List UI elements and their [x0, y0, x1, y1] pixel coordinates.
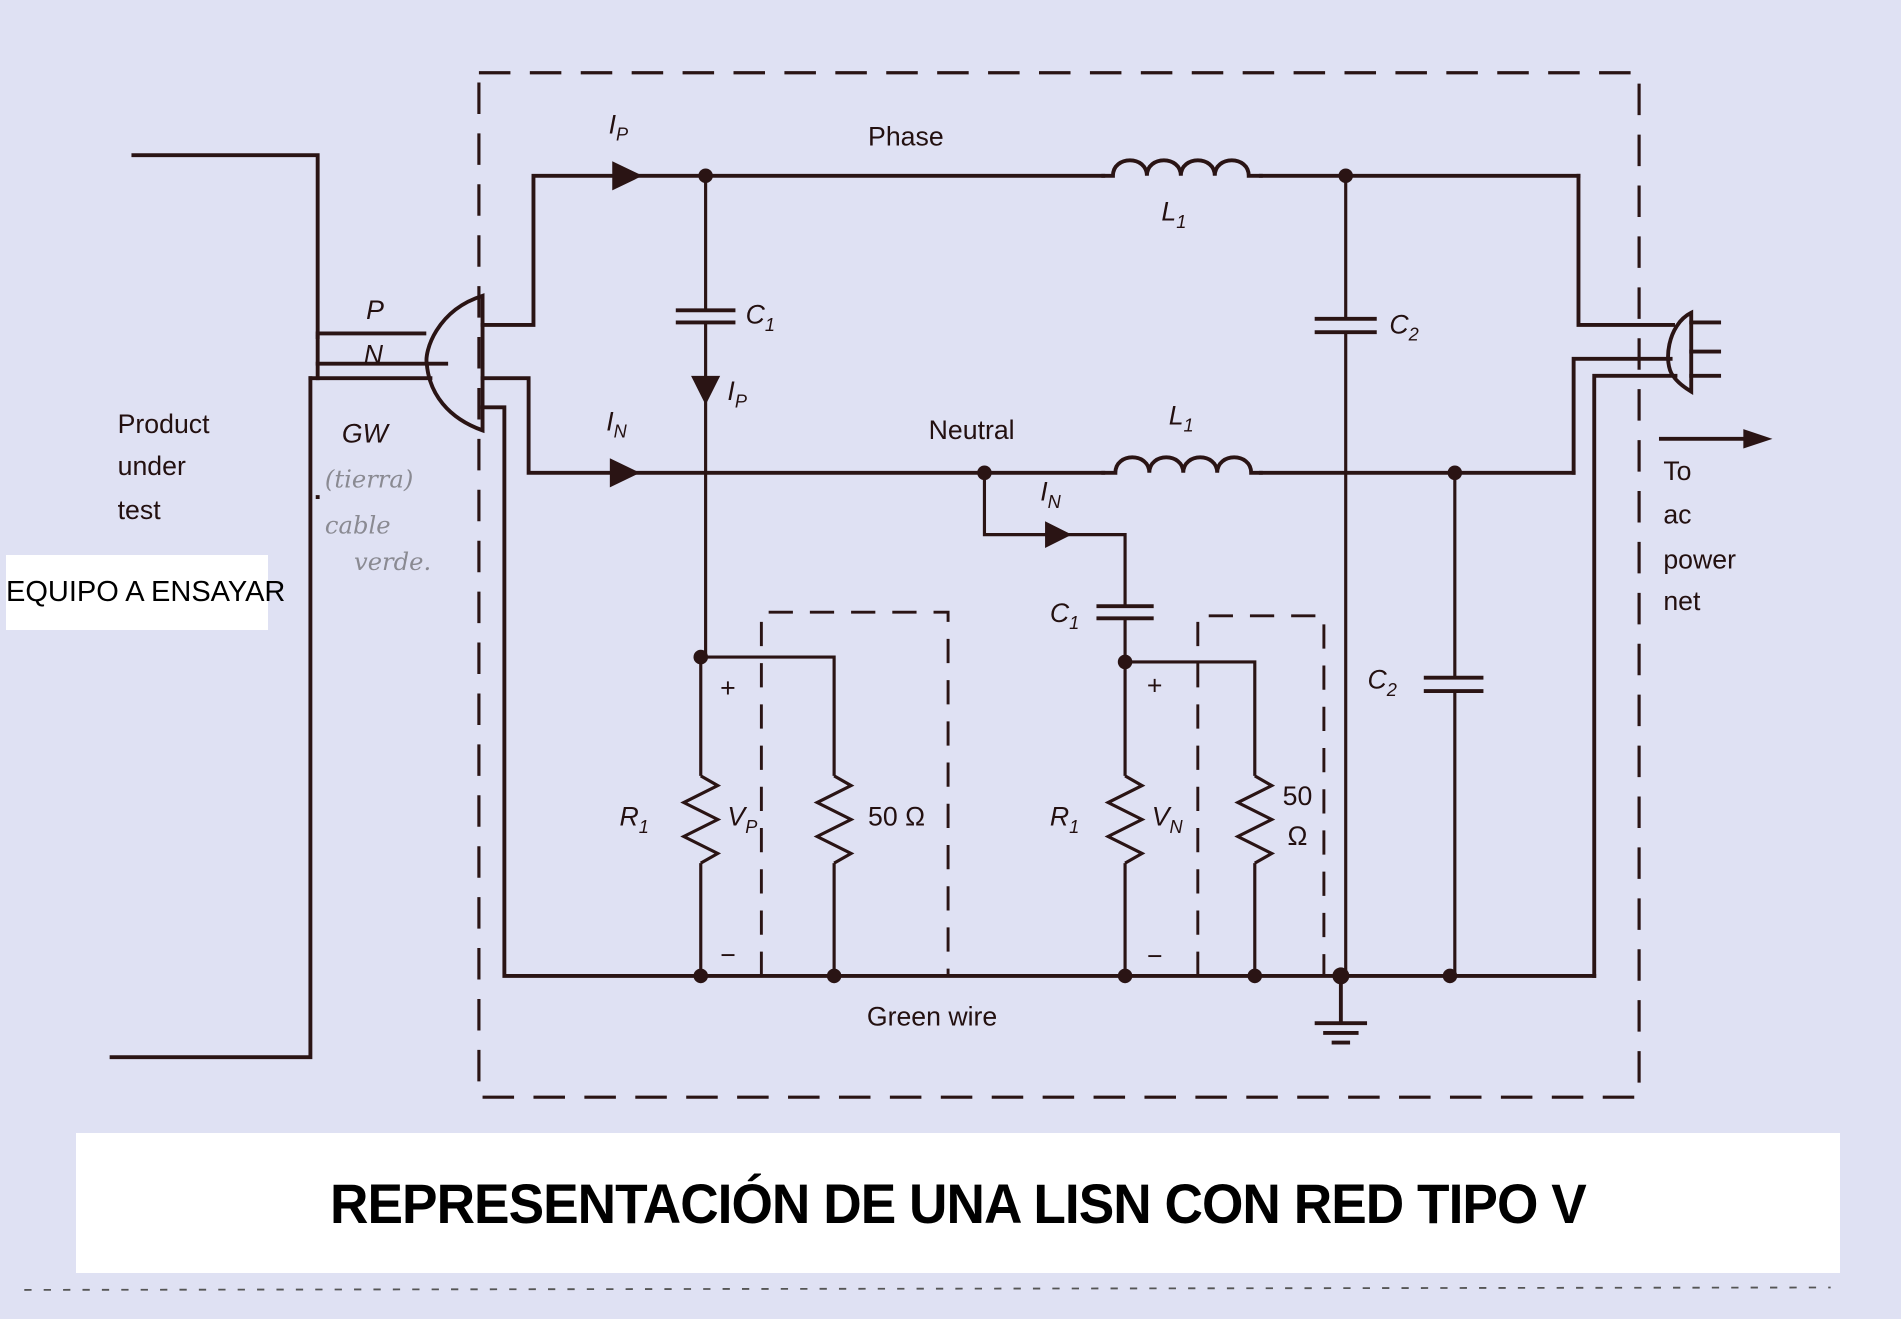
wire-vn-top — [1125, 660, 1257, 776]
resistor-r1-phase — [680, 774, 722, 865]
svg-text:(tierra): (tierra) — [325, 464, 413, 493]
resistor-r1-neutral-label: R1 — [1050, 802, 1079, 837]
current-ip-down-label: IP — [727, 376, 747, 411]
receiver-box-neutral — [1196, 614, 1326, 976]
svg-text:power: power — [1663, 545, 1736, 575]
input-plug-icon — [424, 293, 485, 434]
pin-label-p: P — [366, 295, 384, 325]
voltage-vn-label: VN — [1152, 802, 1184, 837]
plus-sign-neutral: + — [1147, 671, 1163, 701]
dut-spanish-label-box — [6, 555, 268, 630]
arrow-in-icon — [609, 458, 641, 488]
handwritten-note: (tierra) cable verde. — [325, 464, 431, 575]
cap-c2-phase-label: C2 — [1389, 309, 1418, 344]
svg-text:Product: Product — [118, 409, 210, 439]
dut-outline-lower — [109, 376, 313, 1060]
current-ip-label: IP — [609, 109, 629, 144]
wire-out-neutral — [1571, 356, 1673, 475]
junction-dots — [693, 168, 1463, 985]
cap-c2-neutral-label: C2 — [1368, 665, 1397, 700]
dut-label: Product under test — [118, 409, 210, 525]
arrow-in-branch-icon — [1045, 521, 1072, 548]
resistor-50-phase — [813, 774, 855, 865]
inductor-l1-phase-label: L1 — [1161, 197, 1186, 232]
plus-sign-phase: + — [720, 673, 736, 703]
inductor-l1-phase — [1101, 158, 1263, 178]
dut-outline — [131, 153, 320, 339]
inductor-l1-neutral-label: L1 — [1169, 400, 1194, 435]
load-neutral-label: 50 Ω — [1283, 781, 1320, 851]
output-arrow-icon — [1743, 429, 1773, 449]
output-plug-icon — [1666, 309, 1694, 396]
caption-title: REPRESENTACIÓN DE UNA LISN CON RED TIPO … — [330, 1171, 1587, 1235]
resistor-r1-phase-label: R1 — [620, 802, 649, 837]
svg-text:cable: cable — [325, 510, 391, 539]
receiver-box-phase — [759, 610, 950, 976]
lisn-enclosure — [477, 71, 1641, 1099]
pin-label-n: N — [364, 340, 384, 370]
arrow-ip-icon — [612, 161, 643, 191]
dut-spanish-label: EQUIPO A ENSAYAR — [6, 576, 286, 608]
inductor-l1-neutral — [1101, 455, 1263, 475]
svg-text:net: net — [1663, 586, 1701, 616]
svg-text:To: To — [1663, 456, 1691, 486]
output-label: To ac power net — [1663, 456, 1736, 616]
wire-out-ground — [1592, 373, 1678, 978]
minus-sign-neutral: − — [1147, 941, 1163, 971]
voltage-vp-label: VP — [727, 802, 757, 837]
svg-text:under: under — [118, 451, 186, 481]
current-in-branch-label: IN — [1040, 477, 1061, 512]
minus-sign-phase: − — [720, 940, 736, 970]
arrow-ip-down-icon — [691, 375, 721, 405]
svg-text:ac: ac — [1663, 500, 1691, 530]
neutral-label: Neutral — [929, 415, 1015, 445]
green-wire-label: Green wire — [867, 1002, 997, 1032]
wire-plug-ground — [480, 405, 1597, 978]
caption-box: REPRESENTACIÓN DE UNA LISN CON RED TIPO … — [76, 1133, 1840, 1273]
wire-vp-top — [700, 655, 836, 776]
svg-text:verde.: verde. — [354, 547, 431, 576]
resistor-50-neutral — [1234, 774, 1276, 865]
resistor-r1-neutral — [1104, 774, 1146, 865]
svg-text:test: test — [118, 495, 162, 525]
cap-c1-phase-label: C1 — [746, 300, 775, 335]
phase-label: Phase — [868, 121, 944, 151]
pin-label-gw: GW — [342, 418, 391, 448]
scan-edge-line — [24, 1286, 1831, 1291]
current-in-label: IN — [606, 406, 627, 441]
ground-icon — [1314, 1021, 1368, 1045]
load-phase-label: 50 Ω — [868, 802, 925, 832]
wire-plug-neutral — [480, 376, 1106, 475]
cap-c1-neutral-label: C1 — [1050, 598, 1079, 633]
wire-out-phase — [1576, 173, 1675, 327]
wire-plug-phase — [480, 173, 1106, 327]
